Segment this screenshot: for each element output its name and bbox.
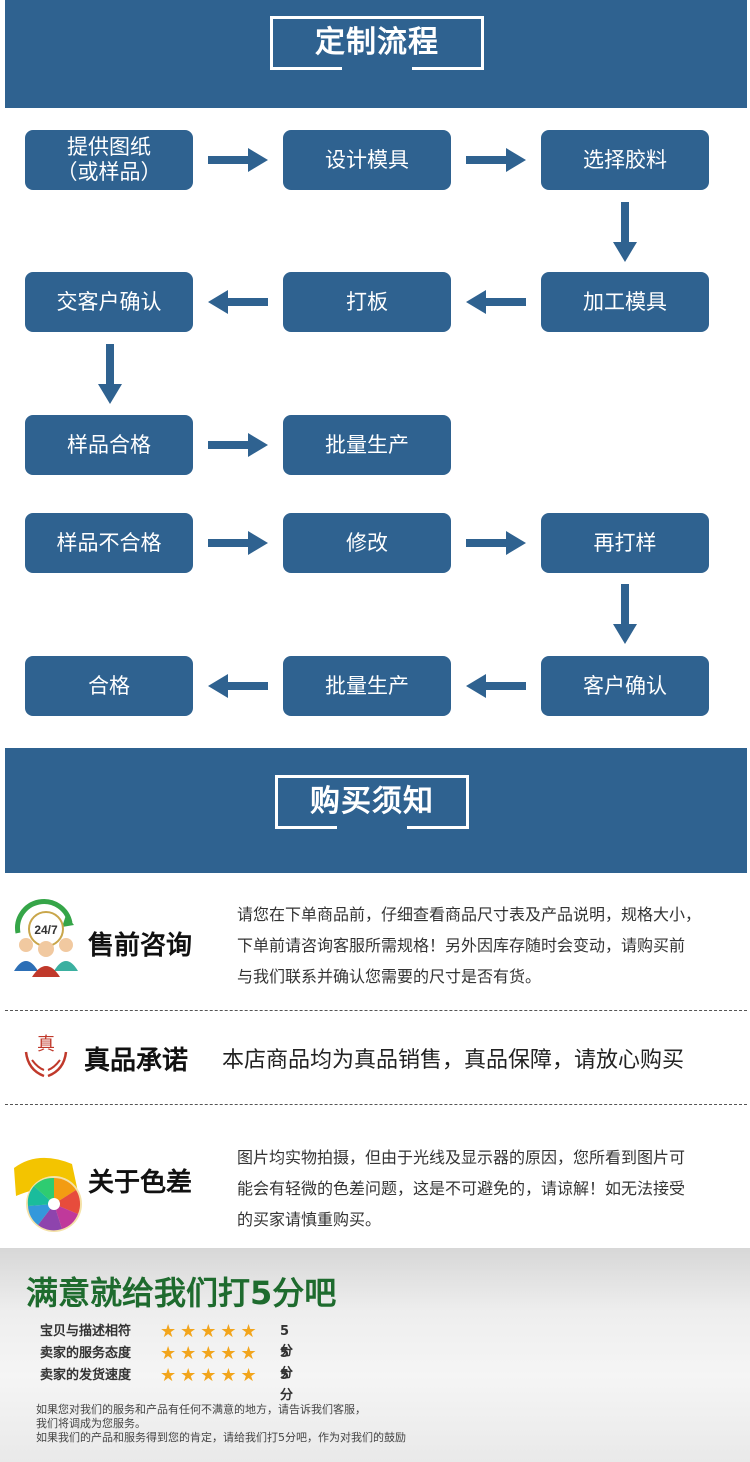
text-line: 与我们联系并确认您需要的尺寸是否有货。 bbox=[237, 967, 542, 986]
step-qualified: 合格 bbox=[25, 656, 193, 716]
presale-heading: 售前咨询 bbox=[88, 931, 193, 961]
step-label: 修改 bbox=[346, 530, 388, 555]
step-label: 样品合格 bbox=[67, 432, 151, 457]
color-diff-text: 图片均实物拍摄，但由于光线及显示器的原因，您所看到图片可 能会有轻微的色差问题，… bbox=[237, 1142, 685, 1235]
rating-score: 5分 bbox=[280, 1368, 294, 1403]
step-modify: 修改 bbox=[283, 513, 451, 573]
step-label: 批量生产 bbox=[325, 673, 409, 698]
process-title-frame: 定制流程 bbox=[270, 16, 484, 70]
step-provide-drawing: 提供图纸（或样品） bbox=[25, 130, 193, 190]
notice-title-frame: 购买须知 bbox=[275, 775, 469, 829]
icon-247-text: 24/7 bbox=[34, 923, 58, 937]
arrow-right-icon bbox=[208, 148, 268, 172]
genuine-heading: 真品承诺 bbox=[84, 1046, 189, 1076]
step-label: 批量生产 bbox=[325, 432, 409, 457]
arrow-left-icon bbox=[466, 290, 526, 314]
arrow-right-icon bbox=[208, 531, 268, 555]
step-resample: 再打样 bbox=[541, 513, 709, 573]
step-design-mold: 设计模具 bbox=[283, 130, 451, 190]
dashed-divider bbox=[5, 1104, 747, 1105]
rating-score: 5分 bbox=[280, 1324, 294, 1359]
process-title: 定制流程 bbox=[315, 25, 439, 60]
arrow-right-icon bbox=[208, 433, 268, 457]
step-label: 交客户确认 bbox=[56, 289, 162, 314]
footnote-line: 我们将调成为您服务。 bbox=[36, 1417, 146, 1430]
rating-score: 5分 bbox=[280, 1346, 294, 1381]
text-line: 下单前请咨询客服所需规格！另外因库存随时会变动，请购买前 bbox=[237, 936, 686, 955]
genuine-text: 本店商品均为真品销售，真品保障，请放心购买 bbox=[222, 1048, 685, 1073]
step-label: 设计模具 bbox=[325, 147, 409, 172]
arrow-right-icon bbox=[466, 531, 526, 555]
step-label: 合格 bbox=[88, 673, 130, 698]
presale-text: 请您在下单商品前，仔细查看商品尺寸表及产品说明，规格大小， 下单前请咨询客服所需… bbox=[237, 899, 701, 992]
step-label: 再打样 bbox=[593, 530, 657, 555]
arrow-left-icon bbox=[208, 290, 268, 314]
rating-footnote: 如果您对我们的服务和产品有任何不满意的地方，请告诉我们客服， 我们将调成为您服务… bbox=[36, 1403, 406, 1445]
step-process-mold: 加工模具 bbox=[541, 272, 709, 332]
footnote-line: 如果您对我们的服务和产品有任何不满意的地方，请告诉我们客服， bbox=[36, 1403, 366, 1416]
star-icons: ★★★★★ bbox=[160, 1343, 261, 1364]
step-customer-confirm-2: 客户确认 bbox=[541, 656, 709, 716]
genuine-icon-text: 真 bbox=[37, 1034, 55, 1055]
arrow-down-icon bbox=[98, 344, 122, 404]
title-underline bbox=[342, 67, 412, 70]
step-mass-production-2: 批量生产 bbox=[283, 656, 451, 716]
arrow-right-icon bbox=[466, 148, 526, 172]
text-line: 能会有轻微的色差问题，这是不可避免的，请谅解！如无法接受 bbox=[237, 1179, 686, 1198]
title-underline bbox=[337, 826, 407, 829]
arrow-left-icon bbox=[208, 674, 268, 698]
notice-title: 购买须知 bbox=[310, 784, 434, 819]
step-label: 选择胶料 bbox=[583, 147, 667, 172]
step-label: 加工模具 bbox=[583, 289, 667, 314]
rating-label: 卖家的服务态度 bbox=[40, 1346, 132, 1361]
color-wheel-icon bbox=[14, 1157, 82, 1232]
color-diff-heading: 关于色差 bbox=[88, 1168, 193, 1198]
step-prototype: 打板 bbox=[283, 272, 451, 332]
step-sample-fail: 样品不合格 bbox=[25, 513, 193, 573]
step-sample-pass: 样品合格 bbox=[25, 415, 193, 475]
rating-label: 宝贝与描述相符 bbox=[40, 1324, 132, 1339]
step-label: 打板 bbox=[346, 289, 388, 314]
customer-service-247-icon: 24/7 bbox=[14, 899, 78, 977]
step-label: 样品不合格 bbox=[56, 530, 162, 555]
arrow-down-icon bbox=[613, 584, 637, 644]
footnote-line: 如果我们的产品和服务得到您的肯定，请给我们打5分吧，作为对我们的鼓励 bbox=[36, 1431, 406, 1444]
genuine-hands-icon: 真 bbox=[24, 1034, 68, 1078]
notice-header-band bbox=[5, 748, 747, 873]
text-line: 图片均实物拍摄，但由于光线及显示器的原因，您所看到图片可 bbox=[237, 1148, 686, 1167]
rating-label: 卖家的发货速度 bbox=[40, 1368, 132, 1383]
text-line: 请您在下单商品前，仔细查看商品尺寸表及产品说明，规格大小， bbox=[237, 905, 702, 924]
dashed-divider bbox=[5, 1010, 747, 1011]
step-select-rubber: 选择胶料 bbox=[541, 130, 709, 190]
step-label: 提供图纸（或样品） bbox=[56, 135, 162, 184]
rating-section: 满意就给我们打5分吧 宝贝与描述相符 ★★★★★ 5分 卖家的服务态度 ★★★★… bbox=[0, 1248, 750, 1462]
star-icons: ★★★★★ bbox=[160, 1365, 261, 1386]
arrow-down-icon bbox=[613, 202, 637, 262]
star-icons: ★★★★★ bbox=[160, 1321, 261, 1342]
step-label: 客户确认 bbox=[583, 673, 667, 698]
text-line: 的买家请慎重购买。 bbox=[237, 1210, 382, 1229]
step-mass-production: 批量生产 bbox=[283, 415, 451, 475]
step-customer-confirm: 交客户确认 bbox=[25, 272, 193, 332]
arrow-left-icon bbox=[466, 674, 526, 698]
rating-title: 满意就给我们打5分吧 bbox=[26, 1274, 337, 1312]
